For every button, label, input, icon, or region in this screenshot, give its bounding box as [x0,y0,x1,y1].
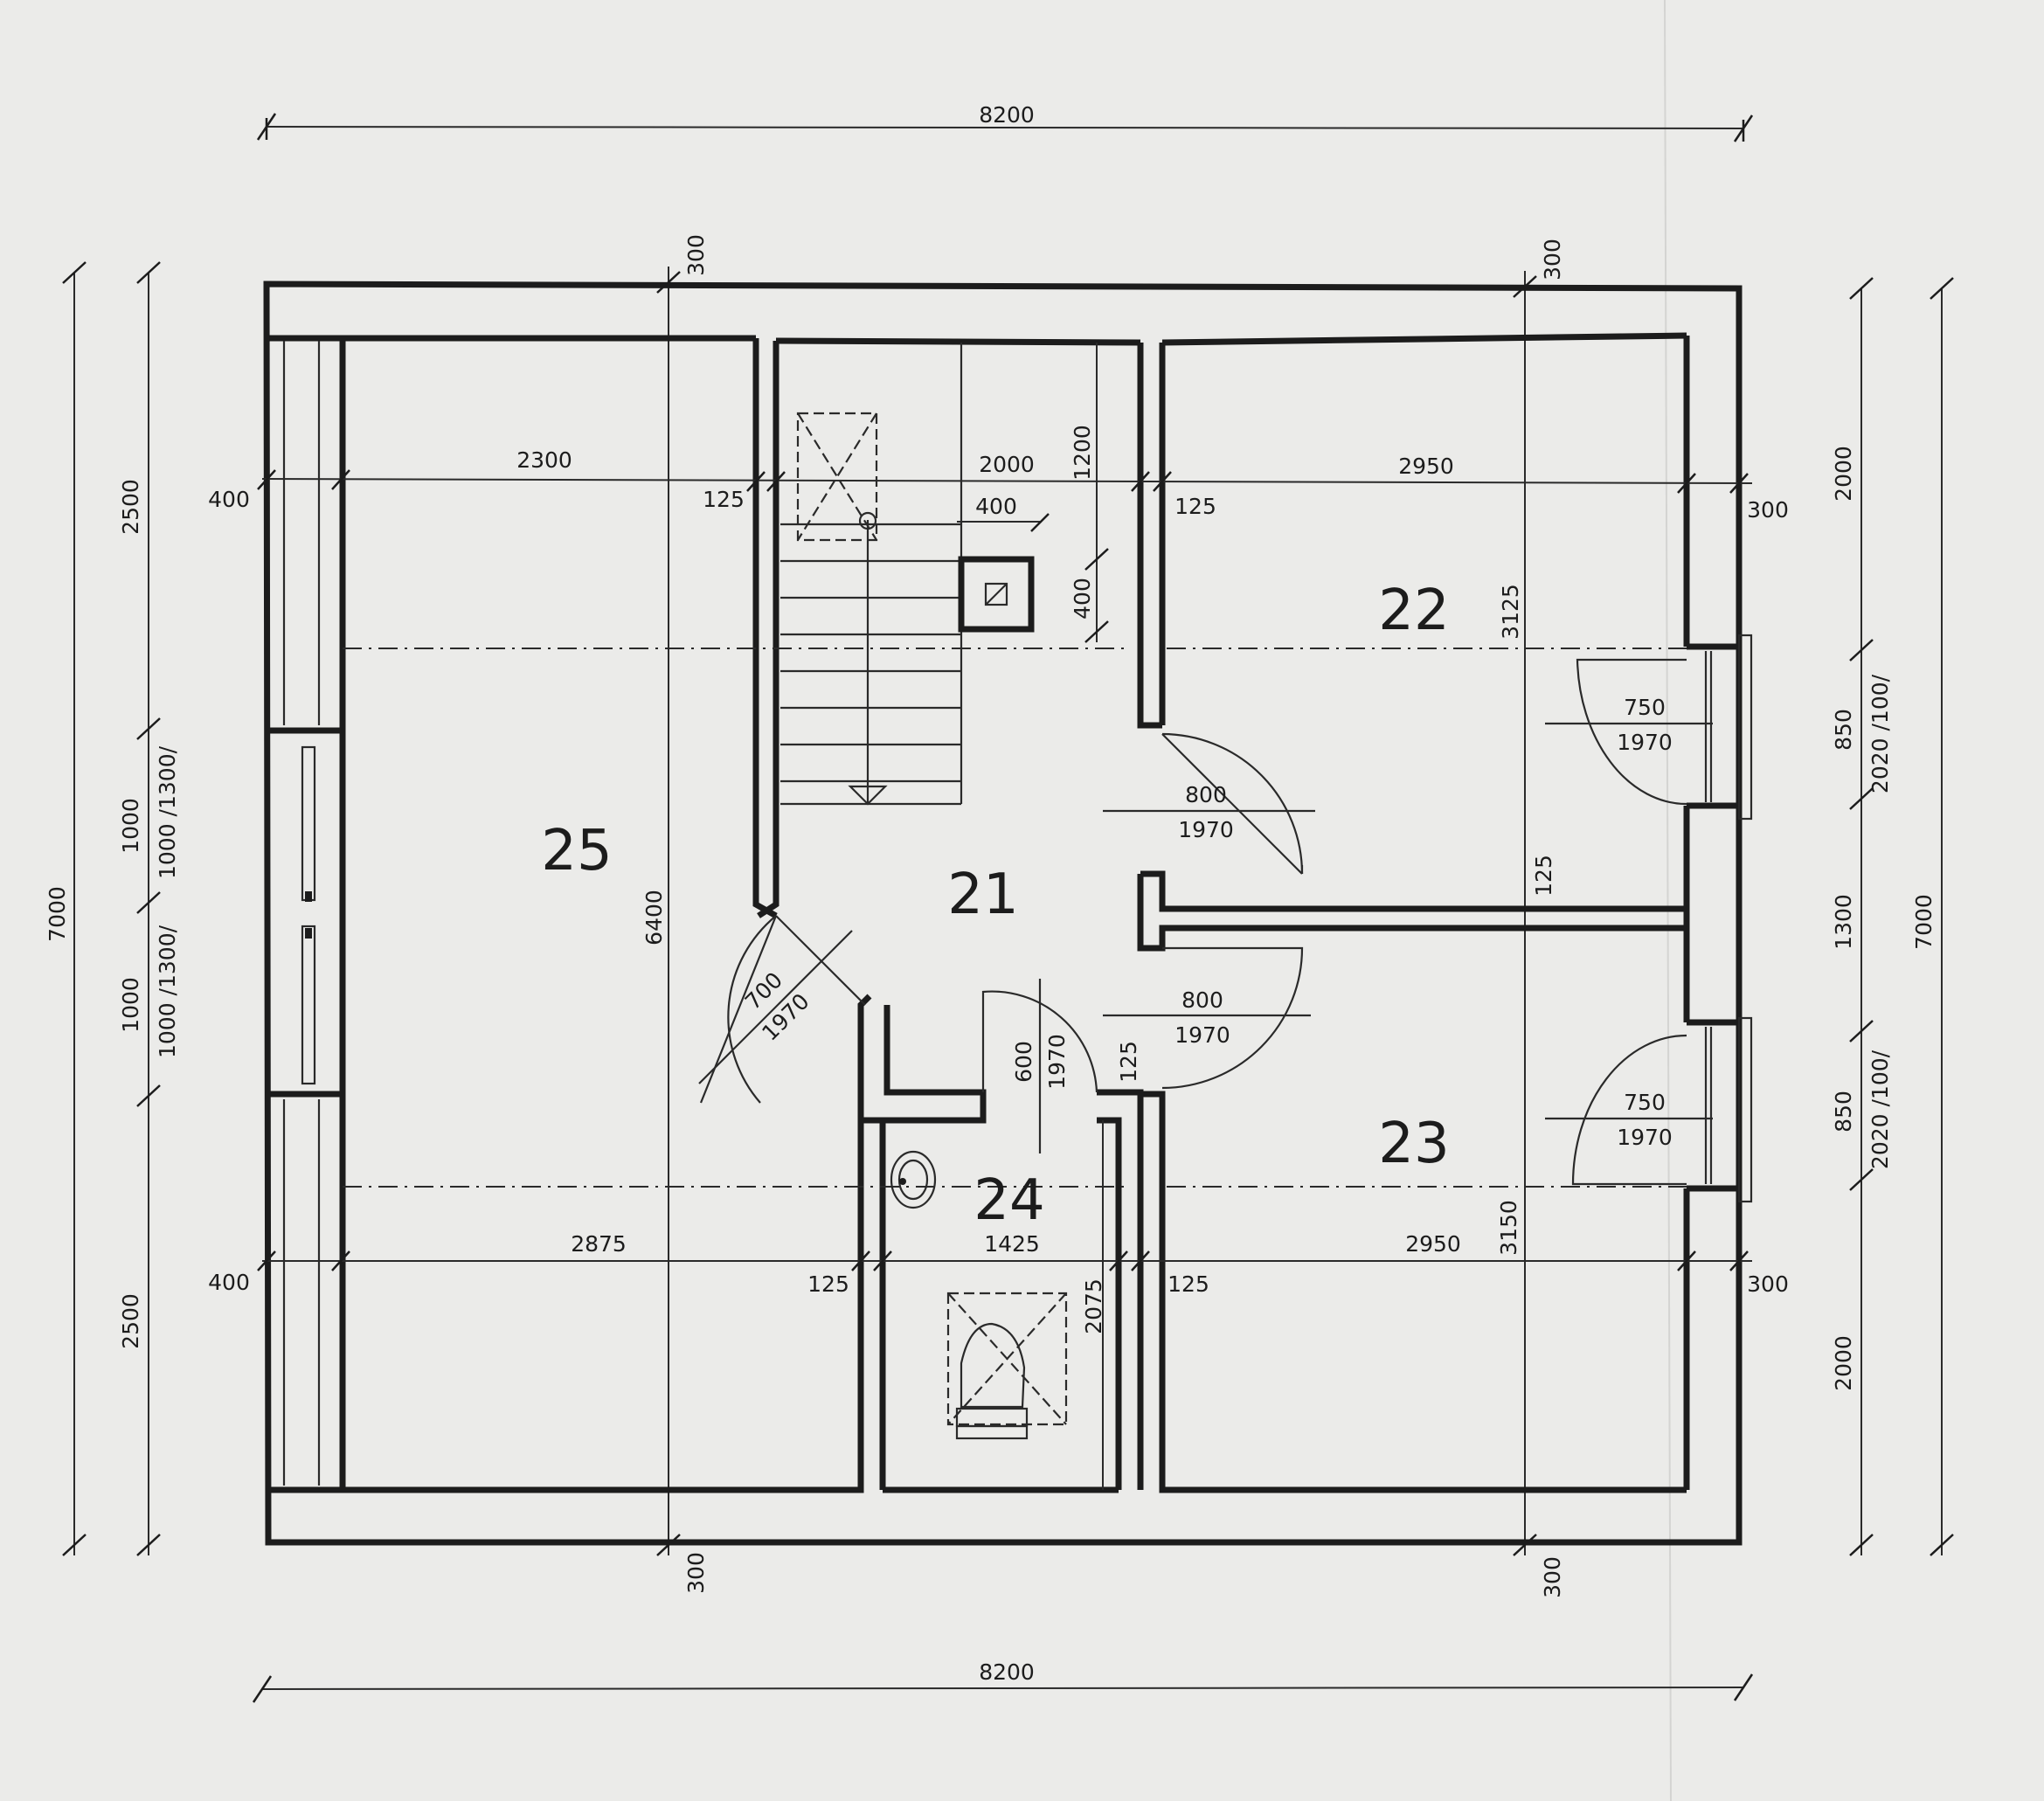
dimension-right-chains [1849,277,1954,1556]
dim-wall-top-left: 300 [683,234,709,276]
chimney [958,556,1035,633]
dim-wall-400-lower: 400 [208,1270,250,1295]
door-21-23 [1103,946,1311,1090]
dim-wall-bottom-left: 300 [683,1552,709,1594]
paper-fold [1664,0,1672,1801]
dim-left-1000-b: 1000 [118,977,143,1033]
dimension-bottom-overall: 8200 [252,1659,1754,1703]
left-window-frames [282,341,321,1486]
outer-walls [263,281,1743,1546]
door-21-22 [1103,732,1315,875]
door-24-height: 1970 [1044,1034,1070,1090]
dim-right-2000-top: 2000 [1831,446,1856,502]
dim-r22-depth: 3125 [1498,584,1523,640]
dim-stair-400-vertical: 400 [1070,578,1095,620]
door-21-25 [698,915,866,1104]
dim-overall-top: 8200 [979,102,1035,128]
dimension-left-chains [62,261,161,1556]
dim-r25-width-lower: 2875 [571,1231,627,1257]
dim-stair-400: 400 [975,494,1017,519]
dim-left-7000: 7000 [45,886,70,942]
dim-wall-300-lower-right: 300 [1747,1271,1789,1297]
room-25-label: 25 [541,819,612,883]
dim-r24-width: 1425 [984,1231,1040,1257]
dim-r23-width: 2950 [1405,1231,1461,1257]
dim-left-2500-top: 2500 [118,479,143,535]
door-22-width: 800 [1185,782,1227,807]
door-21-24 [981,979,1098,1153]
dim-right-7000: 7000 [1911,894,1937,950]
door-23-balcony [1545,1034,1713,1186]
axis-lines [343,648,1687,1188]
dim-r22-partition-125: 125 [1531,855,1556,897]
door-23-balcony-width: 750 [1624,1090,1666,1115]
door-22-balcony [1545,658,1713,806]
dim-right-window-b: 2020 /100/ [1867,1049,1893,1169]
dim-r24-depth: 2075 [1081,1278,1106,1334]
staircase [780,343,963,806]
dim-wall-top-right: 300 [1540,239,1565,281]
door-22-balcony-width: 750 [1624,695,1666,720]
dim-partition-125-lower-right: 125 [1168,1271,1209,1297]
dimension-upper-chain [257,343,1753,643]
dim-stair-width: 2000 [979,452,1035,477]
dim-wall-300-upper-right: 300 [1747,497,1789,523]
dim-stair-1200: 1200 [1070,425,1095,481]
dim-right-2000-bottom: 2000 [1831,1335,1856,1391]
dim-right-1300: 1300 [1831,894,1856,950]
dim-door-partition-125: 125 [1116,1041,1141,1083]
dim-left-2500-bottom: 2500 [118,1293,143,1349]
dimension-top-overall: 8200 [256,102,1754,142]
door-23-height: 1970 [1174,1022,1230,1048]
dim-partition-125-lower-left: 125 [807,1271,849,1297]
dim-r25-depth: 6400 [641,890,667,946]
door-23-width: 800 [1181,987,1223,1013]
dim-left-window-a: 1000 /1300/ [155,745,180,879]
room-23-label: 23 [1378,1112,1449,1176]
right-balcony-frames [1687,634,1753,1203]
dimension-lower-chain [257,1120,1752,1490]
room-24-label: 24 [973,1168,1044,1233]
dim-left-1000-a: 1000 [118,798,143,854]
bathroom-fixtures [890,1150,1068,1440]
dim-partition-125-upper-right: 125 [1174,494,1216,519]
dim-partition-125-upper-left: 125 [703,487,745,512]
dim-wall-bottom-right: 300 [1540,1556,1565,1598]
dim-right-850-a: 850 [1831,709,1856,751]
dim-r22-width: 2950 [1398,454,1454,479]
dim-r23-depth: 3150 [1496,1200,1521,1256]
dim-right-window-a: 2020 /100/ [1867,674,1893,793]
room-22-label: 22 [1378,578,1449,643]
door-22-balcony-height: 1970 [1617,730,1673,755]
dim-right-850-b: 850 [1831,1091,1856,1133]
door-22-height: 1970 [1178,817,1234,842]
room-21-label: 21 [947,862,1018,927]
dim-left-window-b: 1000 /1300/ [155,925,180,1058]
dim-overall-bottom: 8200 [979,1659,1035,1685]
dim-r25-width: 2300 [516,447,572,473]
door-24-width: 600 [1011,1041,1036,1083]
door-23-balcony-height: 1970 [1617,1125,1673,1150]
dim-wall-400-upper: 400 [208,487,250,512]
interior-walls [343,332,1687,1493]
